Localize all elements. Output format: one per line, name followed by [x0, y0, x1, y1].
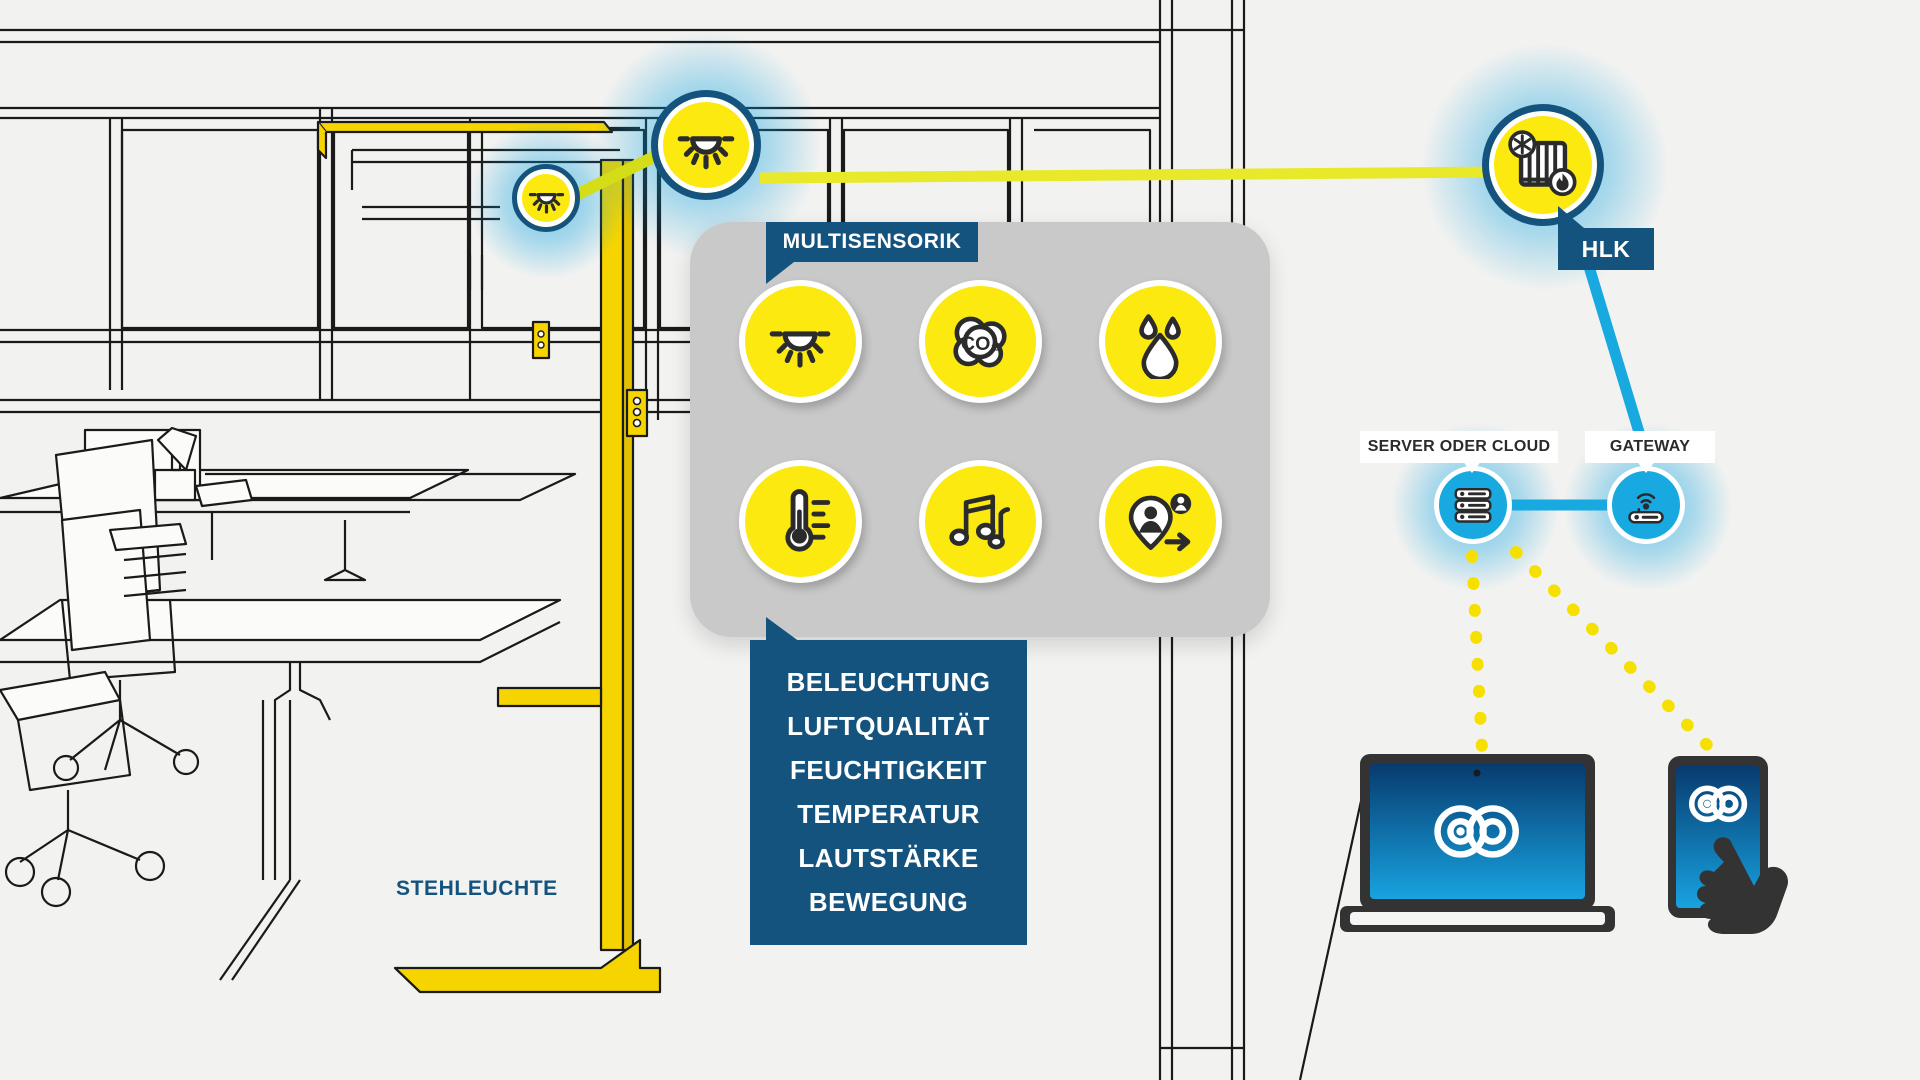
list-item: BEWEGUNG [808, 886, 969, 917]
node-hlk[interactable] [1482, 104, 1604, 226]
list-item: BELEUCHTUNG [786, 666, 991, 697]
smartphone-icon [1668, 756, 1789, 934]
hlk-circle [1482, 104, 1604, 226]
multisensorik-tag-notch [766, 262, 794, 284]
link-gateway-to-smartphone [1510, 546, 1726, 764]
label-stehleuchte: STEHLEUCHTE [396, 877, 558, 900]
sensor-icon-luftqualitaet[interactable]: CO₂ [918, 280, 1042, 404]
list-item: LUFTQUALITÄT [787, 710, 990, 741]
list-item: TEMPERATUR [797, 798, 980, 829]
sensor-capability-list: BELEUCHTUNG LUFTQUALITÄT FEUCHTIGKEIT TE… [750, 640, 1027, 945]
sensor-icon-feuchtigkeit[interactable] [1098, 280, 1222, 404]
gateway-tag-notch [1632, 455, 1660, 473]
pointing-hand-icon [1697, 837, 1789, 934]
hlk-tag-notch [1558, 206, 1584, 228]
link-lamp-big-to-hlk [759, 166, 1499, 184]
node-gateway[interactable] [1607, 466, 1685, 544]
multisensor-icon-panel: CO₂ [690, 222, 1270, 637]
list-item: FEUCHTIGKEIT [790, 754, 987, 785]
end-user-devices [1340, 754, 1789, 934]
server-circle [1434, 466, 1512, 544]
gateway-circle [1607, 466, 1685, 544]
server-rack-icon [1454, 487, 1492, 523]
interlocking-circles-logo [1688, 785, 1748, 823]
interlocking-circles-logo [1434, 805, 1519, 858]
list-panel-notch [766, 617, 800, 642]
radiator-hvac-icon [1508, 130, 1577, 197]
node-server-cloud[interactable] [1434, 466, 1512, 544]
sensor-icon-bewegung[interactable] [1098, 459, 1222, 583]
ceiling-lamp-icon [528, 192, 564, 214]
list-item: LAUTSTÄRKE [798, 842, 979, 873]
node-lamp-multisensor[interactable] [651, 90, 761, 200]
lamp-big-circle [651, 90, 761, 200]
laptop-icon [1340, 754, 1615, 932]
label-hlk: HLK [1558, 228, 1654, 270]
router-wifi-icon [1628, 493, 1664, 524]
sensor-icon-temperatur[interactable] [738, 459, 862, 583]
svg-text:CO₂: CO₂ [961, 333, 999, 355]
sensor-icon-grid: CO₂ [710, 252, 1250, 611]
sensor-icon-beleuchtung[interactable] [738, 280, 862, 404]
link-server-to-laptop [1466, 550, 1488, 756]
label-multisensorik: MULTISENSORIK [766, 222, 978, 262]
ceiling-lamp-icon [677, 136, 735, 170]
node-lamp-small[interactable] [512, 164, 580, 232]
lamp-small-circle [512, 164, 580, 232]
sensor-icon-lautstaerke[interactable] [918, 459, 1042, 583]
server-tag-notch [1458, 455, 1486, 473]
